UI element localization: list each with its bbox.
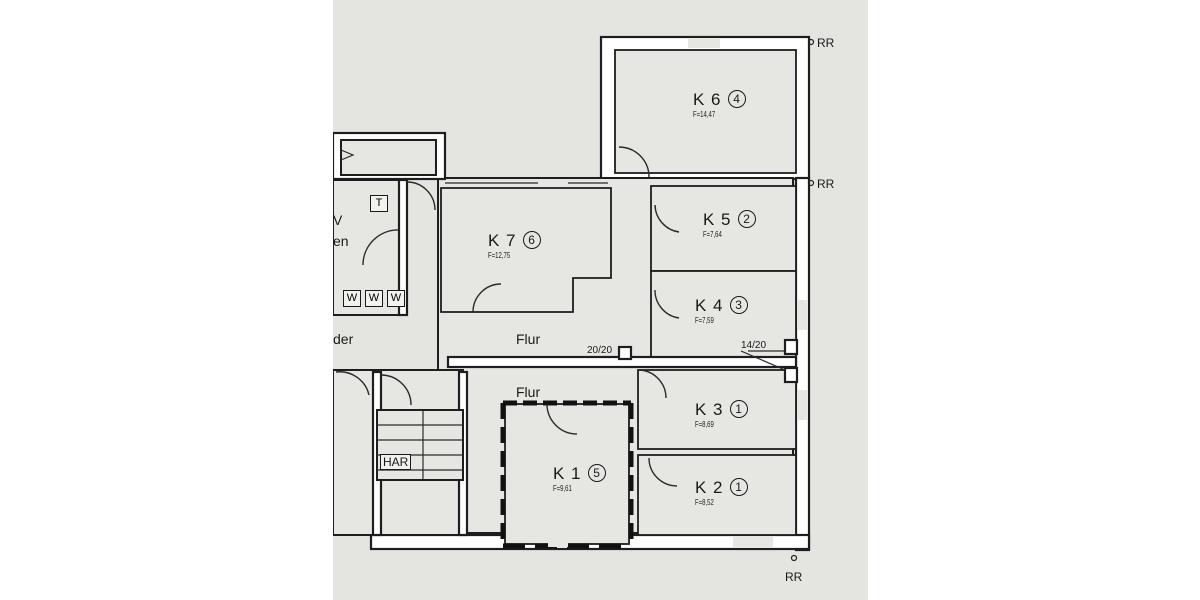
room-k6-name: K 6 xyxy=(693,90,722,109)
room-k1-label: K 1 5 F=9,61 xyxy=(553,464,606,493)
room-k7-label: K 7 6 F=12,75 xyxy=(488,231,541,260)
floor-plan-photo: K 6 4 F=14,47 K 5 2 F=7,64 K 7 6 F=12,75 K … xyxy=(333,0,868,600)
flur-upper-label: Flur xyxy=(516,331,541,347)
partial-label-der: der xyxy=(333,331,354,347)
partial-label-en: en xyxy=(333,233,349,249)
room-k4-name: K 4 xyxy=(695,296,724,315)
shaft-left xyxy=(617,345,633,361)
rr-marker-bottom: RR xyxy=(785,570,803,584)
room-k2-number: 1 xyxy=(729,478,748,496)
room-k3-name: K 3 xyxy=(695,400,724,419)
room-k3-area: F=8,69 xyxy=(695,420,714,429)
room-k7-number: 6 xyxy=(522,231,541,249)
room-k2 xyxy=(637,454,797,536)
w-box-3: W xyxy=(387,290,405,307)
w-box-2: W xyxy=(365,290,383,307)
room-k1-area: F=9,61 xyxy=(553,484,572,493)
room-k7 xyxy=(440,187,612,313)
room-k2-area: F=8,52 xyxy=(695,498,714,507)
room-k5-area: F=7,64 xyxy=(703,230,722,239)
room-k7-name: K 7 xyxy=(488,231,517,250)
room-k3-label: K 3 1 F=8,69 xyxy=(695,400,748,429)
room-k3 xyxy=(637,369,797,450)
room-k1-name: K 1 xyxy=(553,464,582,483)
partial-label-v: V xyxy=(333,212,343,228)
door-k1 xyxy=(546,403,578,435)
rr-marker-top: RR xyxy=(817,36,835,50)
door-k6 xyxy=(618,146,650,178)
room-k6-label: K 6 4 F=14,47 xyxy=(693,90,746,119)
door-k5 xyxy=(654,204,680,233)
room-k3-number: 1 xyxy=(729,400,748,418)
room-k5-name: K 5 xyxy=(703,210,732,229)
room-k4-area: F=7,59 xyxy=(695,316,714,325)
door-lower-left xyxy=(335,371,370,396)
door-k2 xyxy=(648,457,678,487)
room-k6-area: F=14,47 xyxy=(693,110,716,119)
room-k6-number: 4 xyxy=(727,90,746,108)
flur-lower-label: Flur xyxy=(516,384,541,400)
room-k4-label: K 4 3 F=7,59 xyxy=(695,296,748,325)
room-k5-number: 2 xyxy=(737,210,756,228)
room-k1-number: 5 xyxy=(587,464,606,482)
door-k4 xyxy=(654,289,680,319)
door-k7 xyxy=(472,283,502,313)
room-k2-name: K 2 xyxy=(695,478,724,497)
t-box: T xyxy=(370,195,388,212)
door-annex-top xyxy=(406,181,436,211)
room-k7-area: F=12,75 xyxy=(488,251,511,260)
door-har xyxy=(380,374,412,406)
dimension-left: 20/20 xyxy=(587,345,613,356)
room-k1 xyxy=(504,403,630,545)
shaft-right xyxy=(783,338,799,356)
door-k3 xyxy=(637,369,667,399)
room-k2-label: K 2 1 F=8,52 xyxy=(695,478,748,507)
room-k5-label: K 5 2 F=7,64 xyxy=(703,210,756,239)
w-box-1: W xyxy=(343,290,361,307)
room-k4-number: 3 xyxy=(729,296,748,314)
har-label: HAR xyxy=(380,454,412,470)
door-annex xyxy=(362,229,400,266)
outer-wall-east xyxy=(794,176,811,552)
rr-marker-middle: RR xyxy=(817,177,835,191)
room-k6 xyxy=(614,49,797,174)
floor-plan-drawing xyxy=(333,35,815,562)
dimension-right: 14/20 xyxy=(741,340,767,351)
